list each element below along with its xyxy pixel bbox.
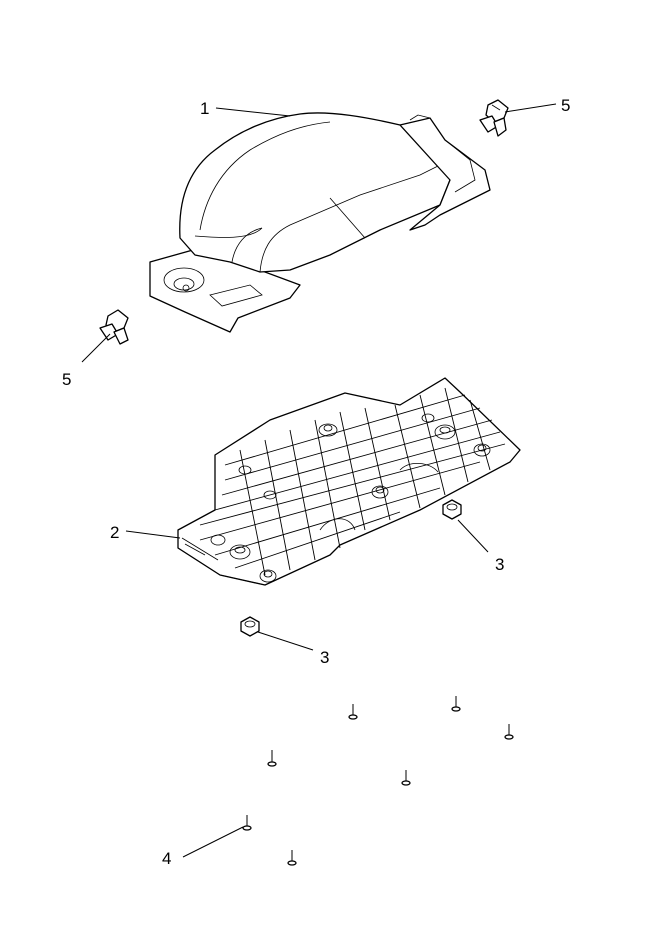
- screw-4: [267, 750, 277, 767]
- leader-4: [182, 826, 244, 858]
- cover-part: [149, 112, 491, 333]
- callout-labels: 1 5 5 2 3 3 4: [62, 96, 570, 868]
- screw-6: [242, 815, 252, 831]
- leader-lines: [81, 103, 557, 858]
- screw-3: [504, 724, 514, 740]
- leader-3-right: [457, 519, 489, 553]
- tray-part: [177, 377, 521, 586]
- callout-5-lower: 5: [62, 370, 71, 389]
- leader-1: [215, 107, 291, 117]
- callout-3-right: 3: [495, 555, 504, 574]
- leader-5-upper: [504, 103, 557, 113]
- callout-5-upper: 5: [561, 96, 570, 115]
- screw-group: [242, 696, 514, 866]
- leader-5-lower: [81, 333, 111, 363]
- leader-2: [125, 530, 181, 539]
- callout-2: 2: [110, 523, 119, 542]
- screw-1: [348, 704, 358, 720]
- screw-5: [401, 770, 411, 786]
- leader-3-left: [257, 631, 314, 651]
- callout-4: 4: [162, 849, 171, 868]
- screw-7: [287, 850, 297, 866]
- nut-left: [240, 616, 260, 637]
- callout-1: 1: [200, 99, 209, 118]
- nut-right: [442, 499, 462, 520]
- callout-3-left: 3: [320, 648, 329, 667]
- fastener-lower: [99, 309, 129, 345]
- screw-2: [451, 696, 461, 712]
- fastener-upper: [479, 99, 509, 137]
